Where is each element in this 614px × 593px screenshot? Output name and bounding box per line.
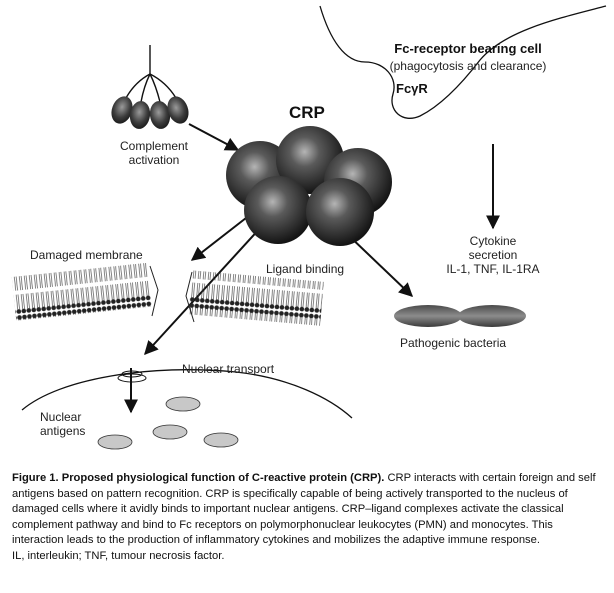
nuclear-transport-label: Nuclear transport bbox=[182, 362, 275, 376]
crp-to-membrane-arrow bbox=[190, 217, 247, 261]
cytokine-line-2: secretion bbox=[468, 248, 518, 262]
crp-function-diagram bbox=[11, 5, 607, 450]
cytokine-line-1: Cytokine bbox=[469, 234, 517, 248]
complement-to-crp-arrow bbox=[188, 123, 240, 151]
crp-label: CRP bbox=[289, 103, 325, 122]
fc-cell-title: Fc-receptor bearing cell bbox=[394, 41, 542, 56]
nuclear-line-1: Nuclear bbox=[40, 410, 82, 424]
fc-cell-subtitle: (phagocytosis and clearance) bbox=[389, 59, 547, 73]
fcgr-label: FcγR bbox=[396, 81, 428, 96]
cytokine-secretion-label: Cytokine secretion IL-1, TNF, IL-1RA bbox=[438, 234, 548, 276]
caption-heading: Proposed physiological function of C-rea… bbox=[61, 472, 385, 484]
damaged-membrane-icon bbox=[11, 262, 324, 326]
figure-caption: Figure 1. Proposed physiological functio… bbox=[12, 471, 602, 565]
fc-cell-membrane bbox=[319, 5, 607, 119]
pathogenic-bacteria-icon bbox=[394, 305, 526, 327]
complement-complex-icon bbox=[111, 45, 189, 129]
ligand-binding-label: Ligand binding bbox=[266, 262, 345, 276]
caption-figure-label: Figure 1. bbox=[12, 472, 59, 484]
nuclear-antigens-label: Nuclear antigens bbox=[40, 410, 85, 438]
nuclear-line-2: antigens bbox=[40, 424, 86, 438]
pathogenic-bacteria-label: Pathogenic bacteria bbox=[400, 336, 507, 350]
complement-activation-label: Complement activation bbox=[104, 139, 204, 167]
complement-line-2: activation bbox=[128, 153, 180, 167]
crp-to-bacteria-arrow bbox=[344, 231, 414, 297]
nucleus-icon bbox=[21, 368, 353, 450]
complement-line-1: Complement bbox=[119, 139, 189, 153]
caption-body: CRP interacts with certain foreign and s… bbox=[12, 472, 596, 547]
crp-pentamer-icon bbox=[226, 126, 392, 246]
damaged-membrane-label: Damaged membrane bbox=[30, 248, 143, 262]
caption-paragraph: Figure 1. Proposed physiological functio… bbox=[12, 471, 602, 549]
cytokine-line-3: IL-1, TNF, IL-1RA bbox=[446, 262, 540, 276]
fc-cell-label: Fc-receptor bearing cell (phagocytosis a… bbox=[368, 41, 568, 74]
caption-abbreviations: IL, interleukin; TNF, tumour necrosis fa… bbox=[12, 549, 225, 562]
